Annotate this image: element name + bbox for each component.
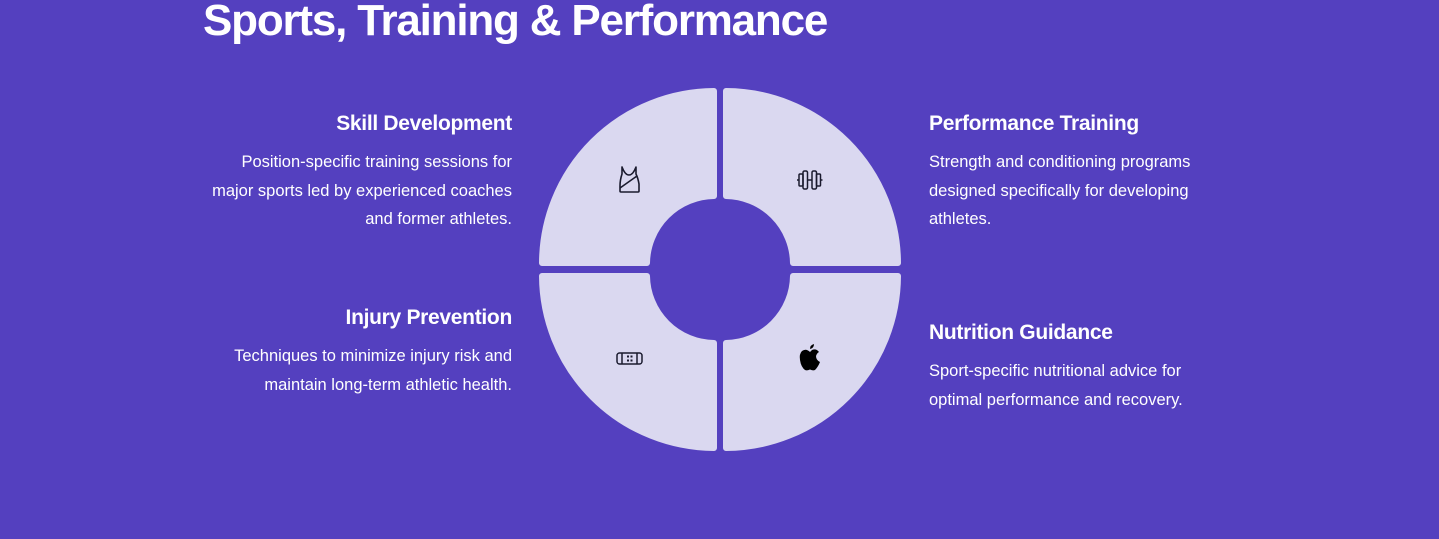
injury-prevention-block: Injury Prevention Techniques to minimize… <box>192 306 512 399</box>
tank-top-jersey-icon <box>619 166 640 193</box>
nutrition-guidance-block: Nutrition Guidance Sport-specific nutrit… <box>929 321 1249 414</box>
performance-training-heading: Performance Training <box>929 112 1139 135</box>
page-title: Sports, Training & Performance <box>203 0 828 45</box>
apple-icon <box>799 344 820 371</box>
skill-development-description: Position-specific training sessions for … <box>212 153 512 228</box>
skill-development-heading: Skill Development <box>336 112 512 135</box>
segment-injury-prevention[interactable] <box>539 273 717 451</box>
bandage-icon <box>616 352 643 365</box>
dumbbell-icon <box>797 170 823 190</box>
skill-development-block: Skill Development Position-specific trai… <box>192 112 512 234</box>
performance-training-description: Strength and conditioning programs desig… <box>929 153 1191 228</box>
segment-skill-development[interactable] <box>539 88 717 266</box>
performance-training-block: Performance Training Strength and condit… <box>929 112 1249 234</box>
nutrition-guidance-description: Sport-specific nutritional advice for op… <box>929 362 1183 409</box>
nutrition-guidance-heading: Nutrition Guidance <box>929 321 1113 344</box>
injury-prevention-description: Techniques to minimize injury risk and m… <box>234 347 512 394</box>
injury-prevention-heading: Injury Prevention <box>345 306 513 329</box>
